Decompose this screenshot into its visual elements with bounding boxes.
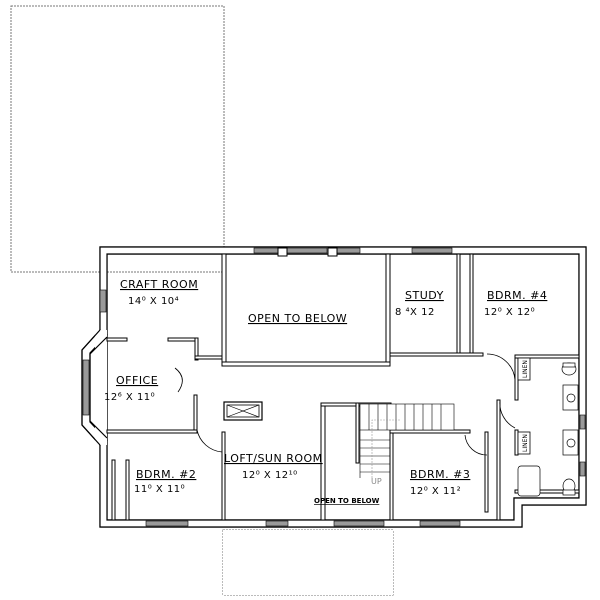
room-label-office: OFFICE (116, 374, 158, 387)
room-label-open-to-below-stair: OPEN TO BELOW (314, 497, 380, 505)
room-label-bdrm-2: BDRM. #2 (136, 468, 196, 481)
room-label-study: STUDY (405, 289, 444, 302)
room-dims-bdrm-2: 11⁰ X 11⁰ (134, 484, 185, 495)
sink-icon (566, 438, 576, 448)
linen-closets (517, 357, 531, 455)
sink-icon (566, 393, 576, 403)
windows (99, 247, 586, 527)
linen-label-1: LINEN (522, 360, 529, 378)
staircase (359, 403, 455, 478)
stair-up-label: UP (371, 477, 382, 486)
bathtub-icon (517, 465, 541, 497)
room-label-bdrm-3: BDRM. #3 (410, 468, 470, 481)
bay-window-glass (82, 359, 90, 416)
interior-walls (106, 253, 580, 521)
room-label-open-to-below: OPEN TO BELOW (248, 312, 347, 325)
room-dims-craft-room: 14⁰ X 10⁴ (128, 296, 179, 307)
skylight (223, 401, 263, 421)
room-dims-bdrm-4: 12⁰ X 12⁰ (484, 307, 535, 318)
room-label-loft-sun-room: LOFT/SUN ROOM (224, 452, 323, 465)
doors (174, 353, 516, 456)
room-dims-bdrm-3: 12⁰ X 11² (410, 486, 461, 497)
room-label-bdrm-4: BDRM. #4 (487, 289, 547, 302)
window-mullions (277, 247, 338, 257)
linen-label-2: LINEN (522, 434, 529, 452)
room-dims-study: 8 ⁴X 12 (395, 307, 435, 318)
room-dims-office: 12⁶ X 11⁰ (104, 392, 155, 403)
room-dims-loft-sun-room: 12⁰ X 12¹⁰ (242, 470, 298, 481)
porch-fill (223, 530, 393, 595)
wall-band (100, 247, 586, 527)
room-label-craft-room: CRAFT ROOM (120, 278, 198, 291)
bath-fixtures (517, 362, 579, 497)
room-labels: CRAFT ROOM 14⁰ X 10⁴ OPEN TO BELOW STUDY… (104, 278, 547, 505)
bay-cover (95, 330, 107, 445)
lower-level-outline (10, 5, 225, 273)
